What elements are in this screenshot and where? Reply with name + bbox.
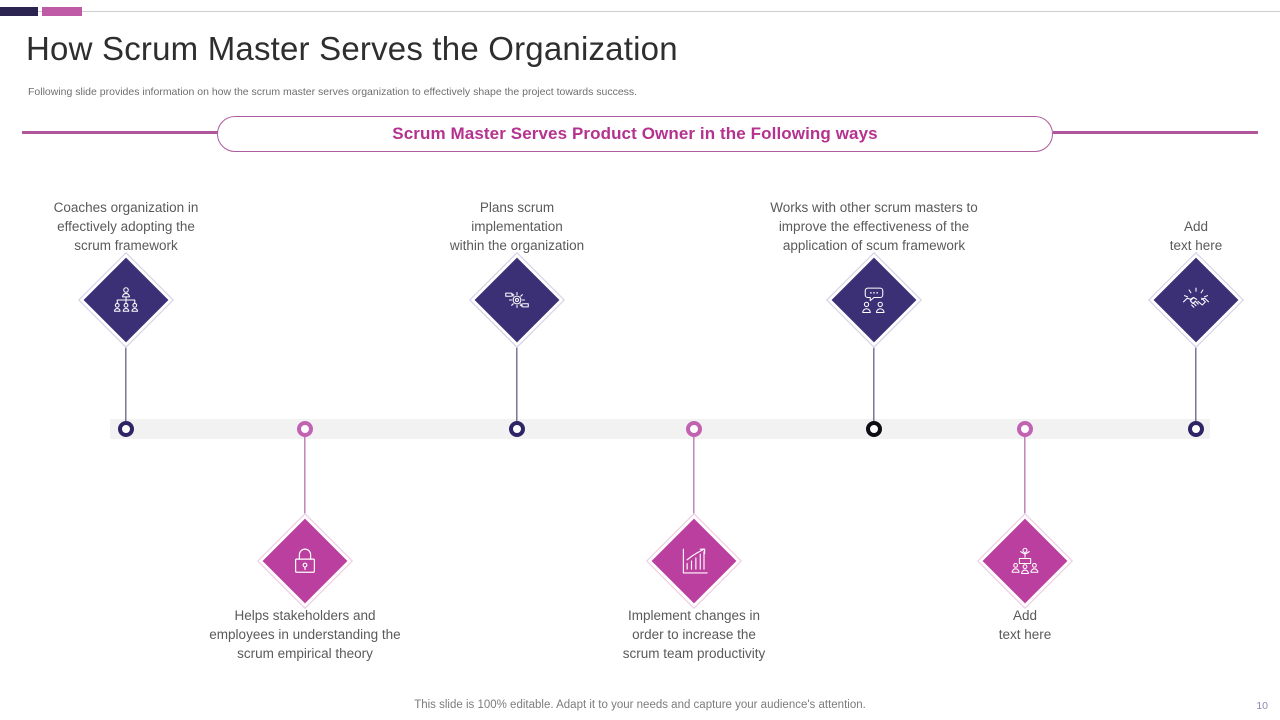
diamond-shape bbox=[645, 512, 743, 610]
accent-bar-navy bbox=[0, 7, 38, 16]
timeline-node-5-diamond[interactable] bbox=[825, 251, 923, 349]
timeline-node-3-dot[interactable] bbox=[509, 421, 525, 437]
presenter-audience-icon bbox=[1004, 540, 1046, 582]
timeline-node-7-label: Add text here bbox=[1169, 219, 1223, 253]
timeline-node-7-diamond[interactable] bbox=[1147, 251, 1245, 349]
timeline-node-2-diamond[interactable] bbox=[256, 512, 354, 610]
accent-bar-pink bbox=[42, 7, 82, 16]
timeline-node-6-dot[interactable] bbox=[1017, 421, 1033, 437]
timeline-node-4-dot[interactable] bbox=[686, 421, 702, 437]
timeline-node-2-dot[interactable] bbox=[297, 421, 313, 437]
team-discussion-icon bbox=[853, 279, 895, 321]
page-number: 10 bbox=[1256, 700, 1268, 712]
node-connector-stem bbox=[873, 333, 875, 429]
banner-capsule bbox=[217, 116, 1053, 152]
node-connector-stem bbox=[304, 429, 306, 528]
growth-chart-icon bbox=[673, 540, 715, 582]
timeline-node-3-label: Plans scrum implementation within the or… bbox=[449, 200, 585, 253]
banner-rule-right bbox=[1053, 131, 1258, 134]
timeline-node-6-label: Add text here bbox=[998, 608, 1052, 642]
node-connector-stem bbox=[693, 429, 695, 528]
timeline-node-5-dot[interactable] bbox=[866, 421, 882, 437]
timeline-node-7-dot[interactable] bbox=[1188, 421, 1204, 437]
timeline-bar bbox=[110, 419, 1210, 439]
banner-rule-left bbox=[22, 131, 218, 134]
timeline-node-5-label: Works with other scrum masters to improv… bbox=[770, 200, 978, 253]
org-hierarchy-icon bbox=[105, 279, 147, 321]
timeline-node-1-diamond[interactable] bbox=[77, 251, 175, 349]
footer-note: This slide is 100% editable. Adapt it to… bbox=[414, 699, 866, 711]
diamond-shape bbox=[976, 512, 1074, 610]
node-connector-stem bbox=[1195, 333, 1197, 429]
timeline-node-4-diamond[interactable] bbox=[645, 512, 743, 610]
timeline-node-4-label: Implement changes in order to increase t… bbox=[622, 608, 766, 661]
diamond-shape bbox=[468, 251, 566, 349]
diamond-shape bbox=[256, 512, 354, 610]
lock-icon bbox=[284, 540, 326, 582]
gear-hands-icon bbox=[496, 279, 538, 321]
diamond-shape bbox=[1147, 251, 1245, 349]
handshake-icon bbox=[1175, 279, 1217, 321]
node-connector-stem bbox=[125, 333, 127, 429]
banner-title: Scrum Master Serves Product Owner in the… bbox=[392, 124, 878, 143]
diamond-shape bbox=[825, 251, 923, 349]
timeline-node-2-label: Helps stakeholders and employees in unde… bbox=[209, 608, 401, 661]
diamond-shape bbox=[77, 251, 175, 349]
node-connector-stem bbox=[516, 333, 518, 429]
timeline-node-1-dot[interactable] bbox=[118, 421, 134, 437]
top-divider-rule bbox=[0, 11, 1280, 12]
timeline-node-3-diamond[interactable] bbox=[468, 251, 566, 349]
timeline-node-1-label: Coaches organization in effectively adop… bbox=[53, 200, 199, 253]
page-title: How Scrum Master Serves the Organization bbox=[26, 30, 678, 67]
timeline-node-6-diamond[interactable] bbox=[976, 512, 1074, 610]
page-subtitle: Following slide provides information on … bbox=[28, 86, 638, 98]
node-connector-stem bbox=[1024, 429, 1026, 528]
